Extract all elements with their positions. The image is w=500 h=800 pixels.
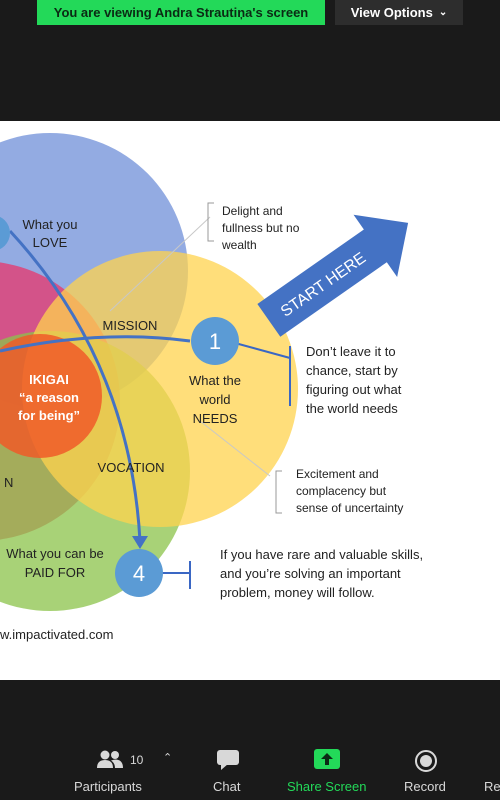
needs-circle [22,251,298,527]
view-options-label: View Options [350,5,433,20]
excitement-pointer-line [199,420,271,477]
partial-marker [0,216,10,250]
delight-note-line: wealth [221,238,257,252]
needs-label-line: What the [189,373,241,388]
delight-note-line: Delight and [222,204,283,218]
viewing-screen-text: You are viewing Andra Strautiņa's screen [53,5,309,20]
record-icon [415,750,437,772]
share-screen-label: Share Screen [287,779,367,794]
excitement-note-line: complacency but [296,484,387,498]
rare-skills-note-line: problem, money will follow. [220,585,375,600]
chevron-down-icon: ⌄ [438,7,448,18]
needs-label-line: NEEDS [193,411,238,426]
rare-skills-note-line: If you have rare and valuable skills, [220,547,423,562]
participants-icon [97,750,123,768]
marker-one-label: 1 [209,329,221,354]
participants-button[interactable]: Participants [72,735,152,800]
start-here-arrow [257,214,409,337]
left-partial-letter: N [4,475,13,490]
delight-note: Delight and fullness but no wealth [221,204,300,252]
dont-leave-note-line: Don’t leave it to [306,344,396,359]
mission-label: MISSION [103,318,158,333]
paid-label-line: PAID FOR [25,565,85,580]
participants-count: 10 [130,753,144,767]
chat-label: Chat [213,779,241,794]
dont-leave-note-line: the world needs [306,401,398,416]
marker-one [191,317,239,365]
mission-line [0,335,191,353]
view-options-button[interactable]: View Options ⌄ [335,0,463,25]
reactions-button-partial[interactable]: Re [482,735,500,800]
ikigai-title: IKIGAI [29,372,69,387]
participants-label: Participants [74,779,142,794]
excitement-note: Excitement and complacency but sense of un… [296,467,403,515]
delight-note-line: fullness but no [222,221,300,235]
meeting-toolbar: Participants 10 ⌃ Chat Share Screen Reco… [0,735,500,800]
ikigai-line2: “a reason [19,390,79,405]
chat-button[interactable]: Chat [205,735,251,800]
dont-leave-note: Don’t leave it to chance, start by figurin… [306,344,402,416]
curved-arrow-head [132,536,148,549]
excitement-note-line: sense of uncertainty [296,501,403,515]
record-button[interactable]: Record [398,735,454,800]
excitement-note-line: Excitement and [296,467,379,481]
record-label: Record [404,779,446,794]
rare-skills-note-line: and you’re solving an important [220,566,401,581]
curved-path-arrow [8,229,142,542]
love-label-line: What you [23,217,78,232]
need-bracket-connector [234,342,291,359]
chat-icon [217,750,239,770]
marker-four [115,549,163,597]
website-url: w.impactivated.com [0,627,113,642]
dont-leave-note-line: figuring out what [306,382,402,397]
center-circle [0,334,102,458]
love-label-line: LOVE [33,235,68,250]
reactions-label-partial: Re [484,779,500,794]
share-screen-button[interactable]: Share Screen [284,735,370,800]
vocation-label: VOCATION [98,460,165,475]
paid-label-line: What you can be [6,546,104,561]
paid-label: What you can be PAID FOR [6,546,104,580]
share-screen-icon [314,749,340,769]
viewing-screen-banner: You are viewing Andra Strautiņa's screen [37,0,325,25]
delight-pointer-line [109,216,211,312]
dont-leave-note-line: chance, start by [306,363,398,378]
excitement-bracket [275,470,282,514]
delight-bracket [207,202,214,242]
rare-skills-note: If you have rare and valuable skills, and… [220,547,423,600]
ikigai-line3: for being” [18,408,80,423]
needs-label-line: world [198,392,230,407]
marker-four-label: 4 [133,561,145,586]
chevron-up-icon[interactable]: ⌃ [163,752,173,764]
